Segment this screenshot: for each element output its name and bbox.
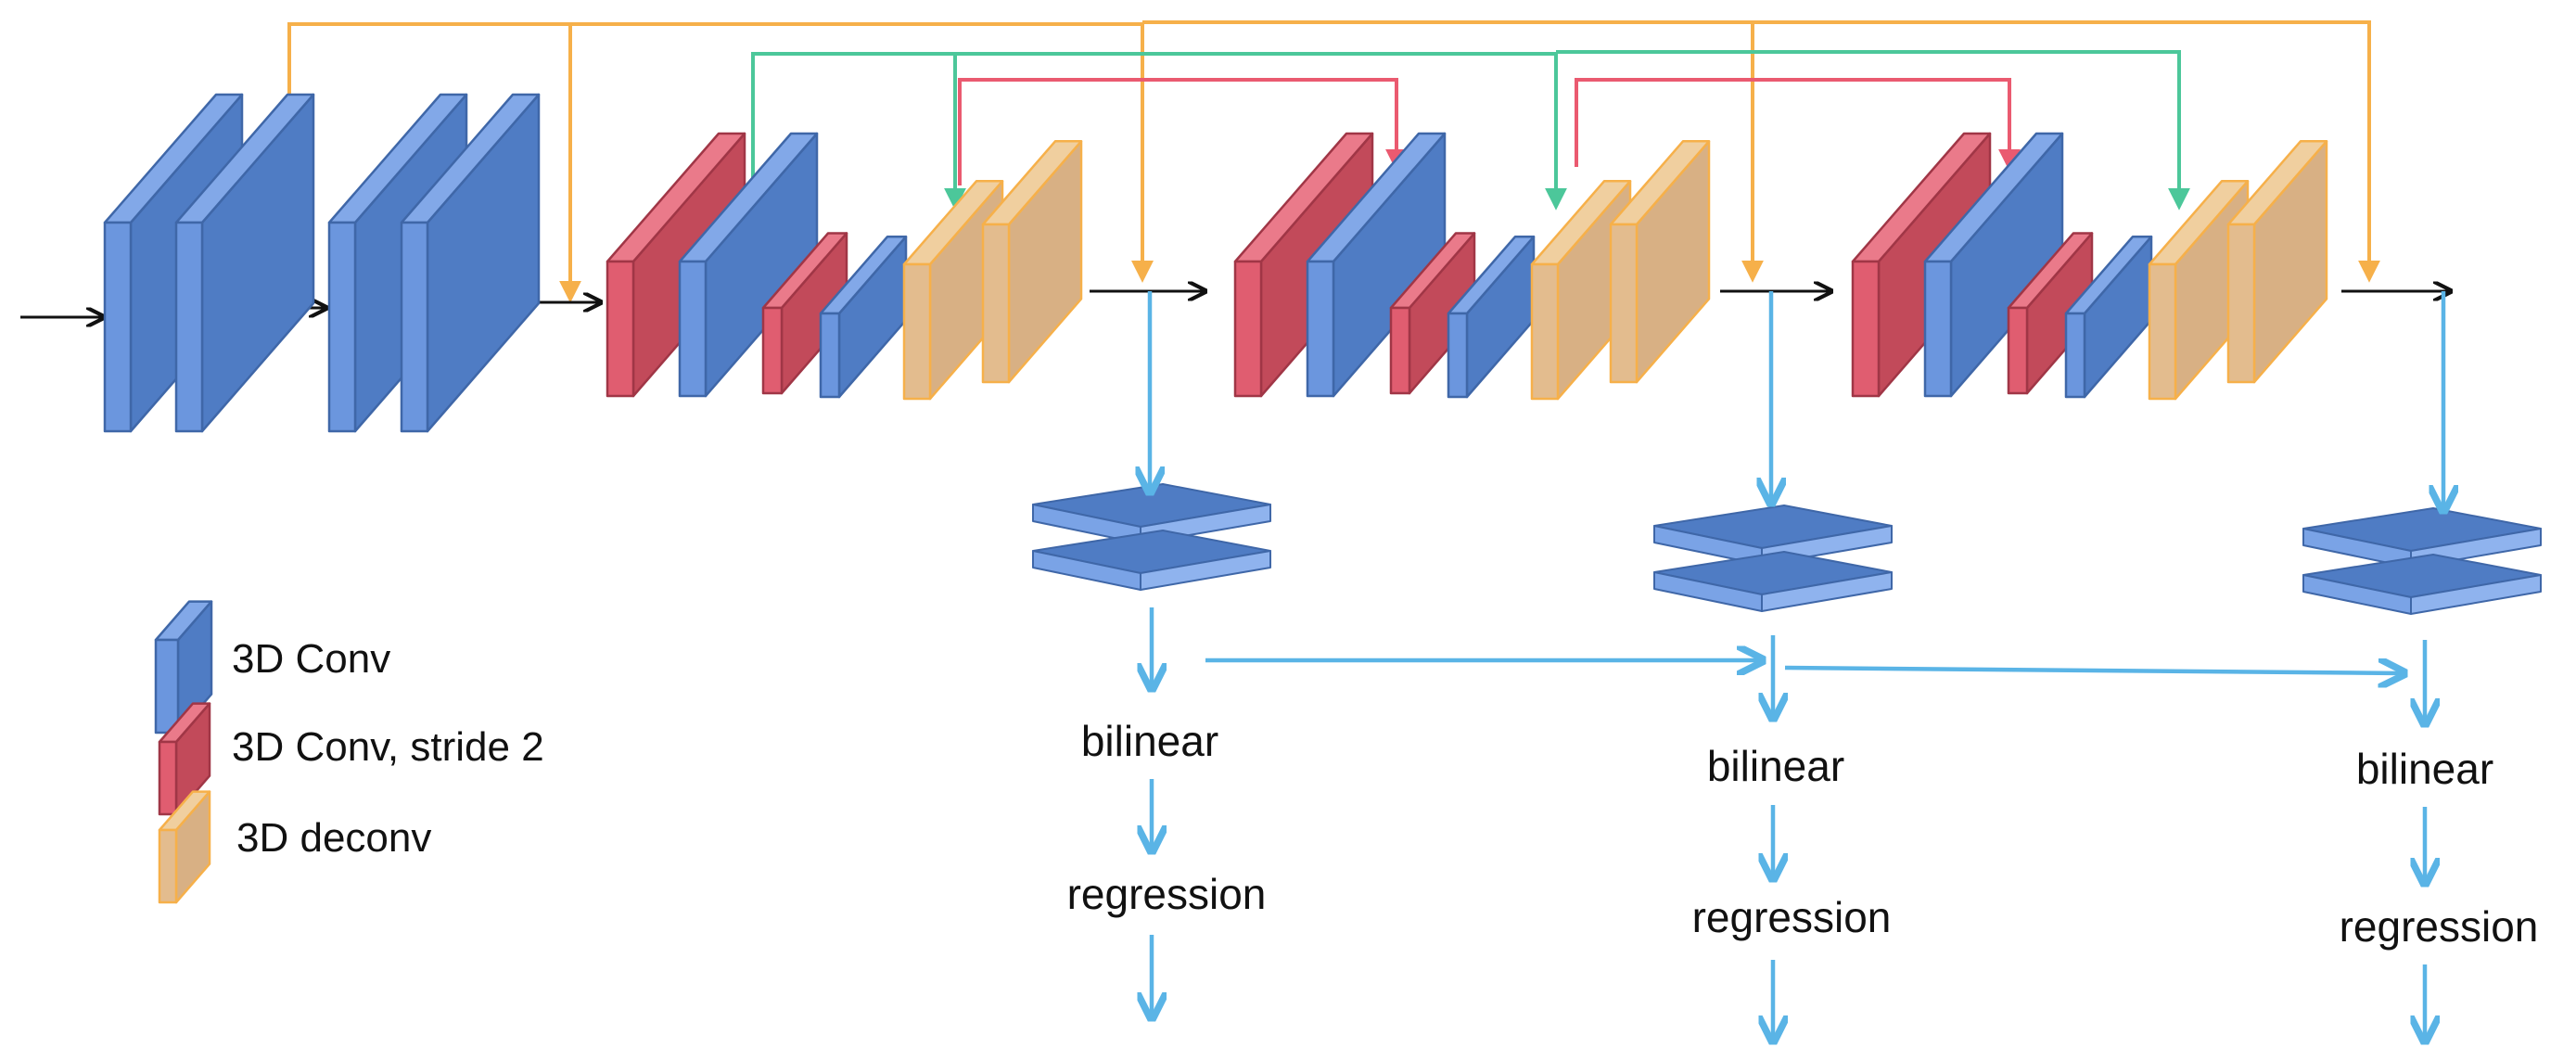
orange-skip-5 <box>1753 20 2380 283</box>
output-stage-labels: bilinear regression bilinear regression … <box>1067 717 2539 951</box>
out3-bilinear-label: bilinear <box>2356 745 2493 793</box>
hg1-conv-1 <box>678 132 819 398</box>
hg3-conv-1 <box>1923 132 2064 398</box>
legend-label-conv-stride: 3D Conv, stride 2 <box>232 724 544 770</box>
output-slab-3 <box>2302 507 2542 615</box>
green-skip-3 <box>1556 50 2190 211</box>
legend-swatches <box>154 600 213 904</box>
hg2-deconv-2 <box>1609 140 1711 384</box>
green-skip-1 <box>751 52 966 215</box>
green-skip-connections <box>751 50 2190 215</box>
legend-swatch-conv <box>154 600 213 734</box>
out3-regression-label: regression <box>2340 902 2539 951</box>
red-skip-connections <box>958 78 2021 185</box>
out2-regression-label: regression <box>1692 893 1892 941</box>
hg1-deconv-2 <box>981 140 1083 384</box>
out2-to-out3 <box>1784 668 2402 673</box>
legend-swatch-deconv <box>158 790 211 904</box>
output-slab-2 <box>1653 504 1893 612</box>
hg1-stride-conv-2 <box>761 232 848 395</box>
legend-swatch-conv-stride <box>158 702 211 816</box>
out1-regression-label: regression <box>1067 870 1267 918</box>
output-slabs <box>1032 483 2542 615</box>
out1-bilinear-label: bilinear <box>1081 717 1218 765</box>
legend: 3D Conv 3D Conv, stride 2 3D deconv <box>154 600 544 904</box>
hg3-deconv-2 <box>2226 140 2328 384</box>
output-slab-1 <box>1032 483 1271 591</box>
layer-blocks <box>103 93 2328 433</box>
legend-label-conv: 3D Conv <box>232 636 390 682</box>
red-skip-2 <box>1575 78 2021 172</box>
hg2-conv-1 <box>1306 132 1447 398</box>
conv-block-4 <box>400 93 541 433</box>
hg2-stride-conv-2 <box>1389 232 1476 395</box>
legend-label-deconv: 3D deconv <box>236 815 431 861</box>
out2-bilinear-label: bilinear <box>1707 742 1844 790</box>
hg3-stride-conv-2 <box>2007 232 2094 395</box>
output-flow-arrows <box>1150 291 2443 1039</box>
conv-block-2 <box>174 93 315 433</box>
red-skip-1 <box>958 78 1408 185</box>
